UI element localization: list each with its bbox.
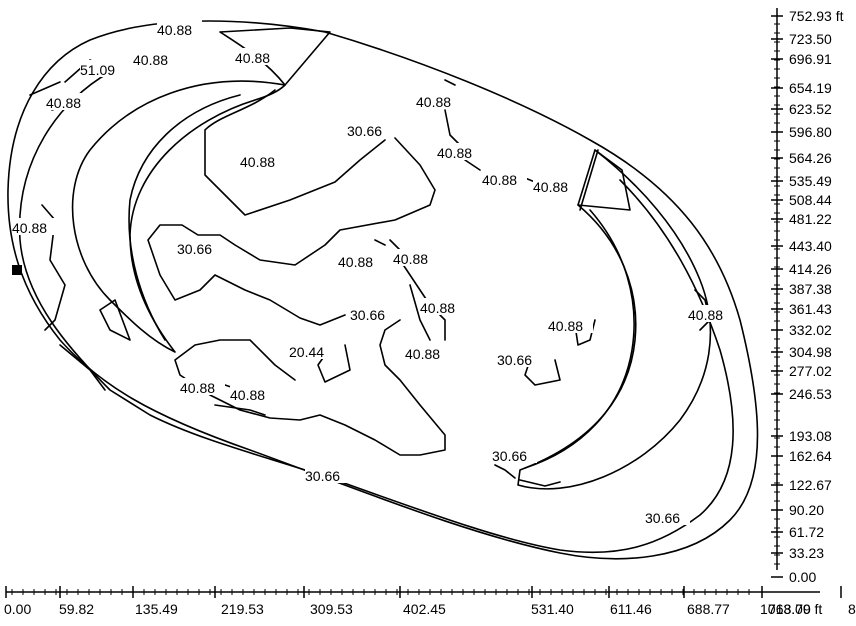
contour-label: 40.88 (46, 95, 81, 111)
contour-label: 40.88 (482, 172, 517, 188)
contour-center-30-c (174, 319, 446, 456)
contour-left-1 (41, 204, 66, 331)
contour-center-20 (317, 344, 351, 383)
bottom-scale-label: 0.00 (4, 601, 31, 617)
right-scale-label: 723.50 (789, 31, 832, 47)
right-scale-label: 481.22 (789, 211, 832, 227)
contour-label: 30.66 (645, 510, 680, 526)
contour-label: 40.88 (405, 346, 440, 362)
contour-label: 40.88 (133, 52, 168, 68)
contour-label: 30.66 (177, 241, 212, 257)
contour-label: 40.88 (437, 145, 472, 161)
contour-center-30-b (147, 137, 436, 326)
right-scale-label: 596.80 (789, 124, 832, 140)
contour-label: 40.88 (230, 387, 265, 403)
contour-center-30-a (204, 89, 386, 216)
right-scale-label: 122.67 (789, 477, 832, 493)
right-scale-label: 752.93 ft (789, 8, 844, 24)
contour-label: 40.88 (548, 318, 583, 334)
right-scale-label: 332.02 (789, 322, 832, 338)
contour-center-40-a (374, 239, 446, 341)
right-crescent (517, 149, 712, 490)
right-scale-label: 414.26 (789, 261, 832, 277)
right-scale-label: 61.72 (789, 524, 824, 540)
bottom-scale-label: 402.45 (403, 601, 446, 617)
right-scale-label: 535.49 (789, 173, 832, 189)
bottom-scale-label: 309.53 (310, 601, 353, 617)
right-scale-label: 0.00 (789, 569, 816, 585)
contour-label: 40.88 (12, 220, 47, 236)
contour-label: 40.88 (157, 22, 192, 38)
contour-label: 30.66 (347, 123, 382, 139)
right-scale-label: 564.26 (789, 150, 832, 166)
contour-label: 40.88 (420, 300, 455, 316)
right-crescent-inner (524, 209, 635, 469)
contour-labels: 40.88 40.88 40.88 51.09 40.88 40.88 40.8… (12, 20, 690, 526)
contour-left-4 (59, 344, 106, 391)
bottom-scale-label: 1013.09 ft (760, 601, 822, 617)
left-crescent-inner (128, 94, 241, 341)
bottom-scale: 0.00 59.82 135.49 219.53 309.53 402.45 531.40 6… (4, 586, 856, 617)
site-boundary (7, 20, 759, 560)
bottom-scale-label: 531.40 (531, 601, 574, 617)
bottom-scale-label: 768.70 (768, 601, 811, 617)
right-scale-label: 361.43 (789, 301, 832, 317)
right-crescent-edge (577, 149, 631, 211)
contour-left-3 (99, 299, 131, 341)
contour-label: 40.88 (338, 254, 373, 270)
bottom-scale-label: 135.49 (135, 601, 178, 617)
contour-label: 30.66 (350, 307, 385, 323)
right-scale-label: 304.98 (789, 344, 832, 360)
right-scale-label: 387.38 (789, 281, 832, 297)
contour-label-upper-right: 40.88 (533, 179, 568, 195)
contour-label: 51.09 (80, 62, 115, 78)
right-scale-label: 193.08 (789, 428, 832, 444)
right-scale-label: 33.23 (789, 545, 824, 561)
right-scale-label: 277.02 (789, 363, 832, 379)
contour-label: 40.88 (235, 50, 270, 66)
bottom-scale-label: 611.46 (610, 601, 652, 617)
contour-right-30 (524, 359, 561, 386)
right-scale-label: 623.52 (789, 101, 832, 117)
contour-label: 30.66 (497, 352, 532, 368)
contour-label: 40.88 (180, 380, 215, 396)
contour-label: 20.44 (289, 344, 324, 360)
contour-label: 40.88 (240, 154, 275, 170)
right-scale-label: 443.40 (789, 238, 832, 254)
square-marker (12, 265, 22, 275)
right-scale-label: 162.64 (789, 448, 832, 464)
bottom-scale-label: 59.82 (59, 601, 94, 617)
right-scale-label: 696.91 (789, 51, 832, 67)
left-crescent (71, 80, 286, 353)
contour-lower-right (494, 464, 561, 487)
contour-label: 30.66 (492, 448, 527, 464)
inner-outline (18, 71, 734, 554)
right-scale-label: 90.20 (789, 502, 824, 518)
right-scale-label: 508.44 (789, 192, 832, 208)
right-scale: 752.93 ft 723.50 696.91 654.19 623.52 596.80 5… (771, 8, 844, 585)
bottom-scale-label: 219.53 (221, 601, 264, 617)
right-scale-label: 654.19 (789, 80, 832, 96)
contour-label: 40.88 (416, 94, 451, 110)
bottom-scale-label: 850.59 (848, 601, 856, 617)
contour-upper-right (444, 79, 536, 183)
bottom-scale-label: 688.77 (687, 601, 730, 617)
contour-label: 40.88 (393, 251, 428, 267)
right-scale-label: 246.53 (789, 386, 832, 402)
contour-label: 30.66 (305, 468, 340, 484)
contour-label-far-right: 40.88 (688, 307, 723, 323)
